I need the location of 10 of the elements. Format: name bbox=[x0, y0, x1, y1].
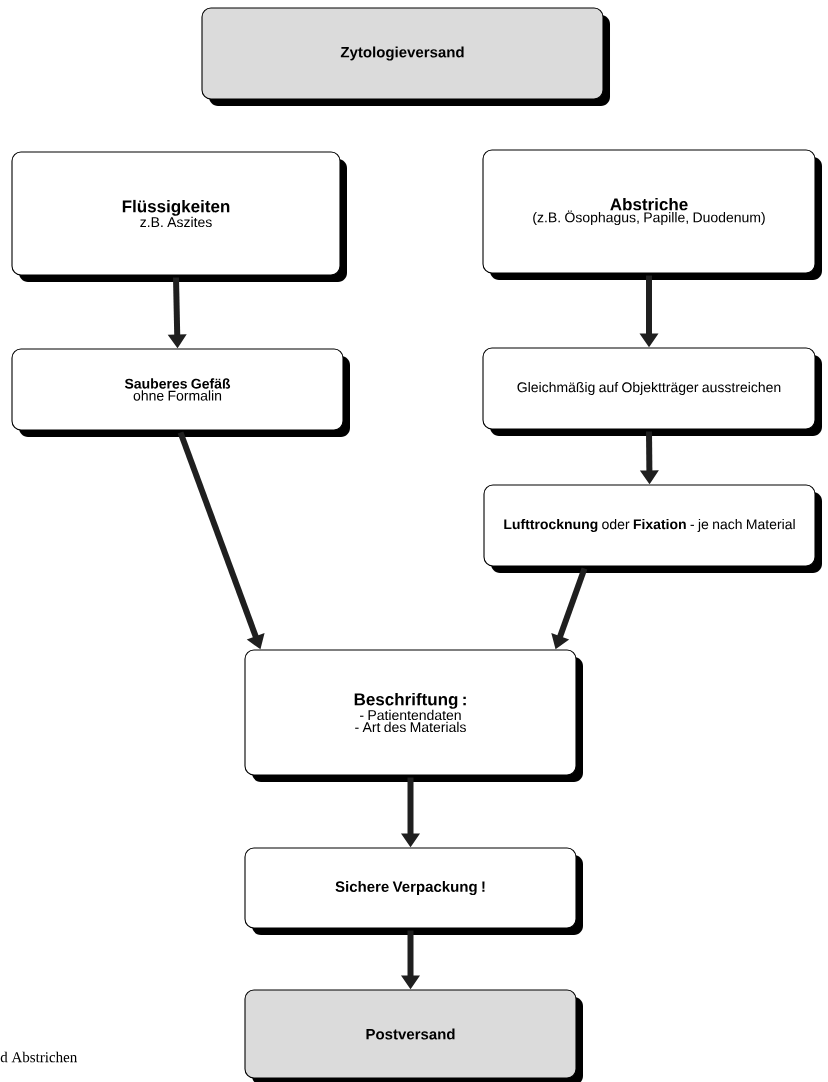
process-box: Sauberes Gefäß ohne Formalin bbox=[11, 348, 350, 437]
process-box: Sichere Verpackung ! bbox=[244, 847, 583, 935]
process-box: Flüssigkeiten z.B. Aszites bbox=[11, 151, 347, 282]
process-box: Postversand bbox=[244, 989, 583, 1082]
process-box: Beschriftung : - Patientendaten - Art des Materials bbox=[244, 649, 583, 782]
process-box: Gleichmäßig auf Objektträger ausstreichen bbox=[482, 347, 822, 436]
caption-fragment: d Abstrichen bbox=[0, 1051, 78, 1063]
process-box: Lufttrocknung oder Fixation - je nach Material bbox=[483, 484, 822, 573]
process-box: Abstriche (z.B. Ösophagus, Papille, Duodenum) bbox=[482, 149, 822, 280]
process-box: Zytologieversand bbox=[201, 7, 610, 106]
